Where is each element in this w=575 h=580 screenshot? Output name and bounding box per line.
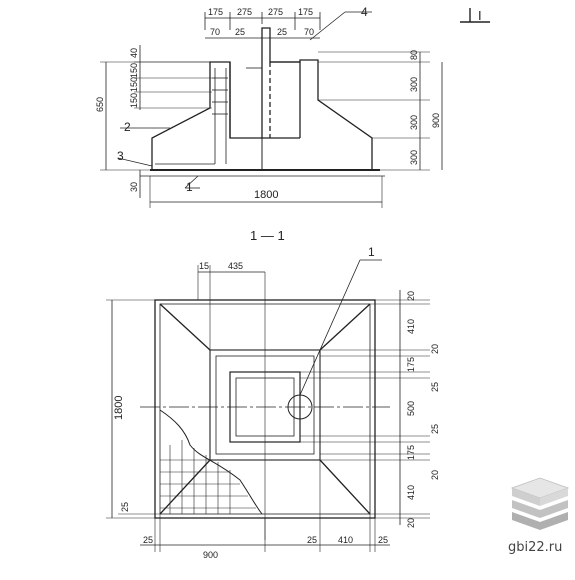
top-dim-3: 275 bbox=[268, 7, 283, 17]
plan-right-dim-1: 20 bbox=[406, 291, 416, 301]
left-total: 650 bbox=[95, 97, 105, 112]
plan-bottom-dim-4: 410 bbox=[338, 535, 353, 545]
left-dim-1: 40 bbox=[129, 48, 139, 58]
plan-right-dim-9: 20 bbox=[430, 470, 440, 480]
right-dim-4: 300 bbox=[409, 150, 419, 165]
callout-2: 2 bbox=[124, 120, 131, 134]
plan-right-dim-6: 500 bbox=[406, 401, 416, 416]
elevation-labels: 4 2 3 1 175 275 275 175 70 25 25 70 40 1… bbox=[95, 5, 482, 201]
plan-right-dim-5: 25 bbox=[430, 382, 440, 392]
sub-dim-3: 25 bbox=[277, 27, 287, 37]
top-dim-4: 175 bbox=[298, 7, 313, 17]
left-bottom: 30 bbox=[129, 182, 139, 192]
plan-right-dim-10: 410 bbox=[406, 485, 416, 500]
plan-right-dim-2: 410 bbox=[406, 319, 416, 334]
plan-view bbox=[106, 259, 430, 552]
sub-dim-4: 70 bbox=[304, 27, 314, 37]
section-mark: I bbox=[478, 8, 482, 23]
left-dim-3: 150 bbox=[129, 77, 139, 92]
plan-right-dim-8: 175 bbox=[406, 445, 416, 460]
plan-top-dim-1: 15 bbox=[199, 261, 209, 271]
plan-bottom-dim-2: 900 bbox=[203, 550, 218, 560]
right-total: 900 bbox=[431, 113, 441, 128]
top-dim-1: 175 bbox=[208, 7, 223, 17]
watermark-logo: gbi22.ru bbox=[508, 477, 570, 555]
elev-width: 1800 bbox=[254, 189, 278, 201]
plan-bottom-dim-3: 25 bbox=[307, 535, 317, 545]
plan-title: 1 — 1 bbox=[250, 228, 285, 243]
plan-labels: 1 — 1 1 15 435 1800 25 20 410 20 175 25 … bbox=[113, 228, 440, 560]
right-dim-1: 80 bbox=[409, 50, 419, 60]
callout-4: 4 bbox=[361, 5, 368, 19]
watermark-text: gbi22.ru bbox=[508, 540, 562, 555]
right-dim-3: 300 bbox=[409, 115, 419, 130]
right-dim-2: 300 bbox=[409, 77, 419, 92]
plan-right-dim-11: 20 bbox=[406, 518, 416, 528]
sub-dim-2: 25 bbox=[235, 27, 245, 37]
plan-top-dim-2: 435 bbox=[228, 261, 243, 271]
plan-right-dim-7: 25 bbox=[430, 424, 440, 434]
callout-1-plan: 1 bbox=[368, 245, 375, 259]
plan-bottom-dim-1: 25 bbox=[143, 535, 153, 545]
callout-1-elev: 1 bbox=[186, 180, 193, 194]
plan-left-small: 25 bbox=[120, 502, 130, 512]
top-dim-2: 275 bbox=[237, 7, 252, 17]
left-dim-2: 150 bbox=[129, 63, 139, 78]
plan-right-dim-3: 20 bbox=[430, 344, 440, 354]
elevation-view bbox=[100, 8, 490, 208]
callout-3: 3 bbox=[117, 149, 124, 163]
plan-right-dim-4: 175 bbox=[406, 357, 416, 372]
plan-bottom-dim-5: 25 bbox=[378, 535, 388, 545]
sub-dim-1: 70 bbox=[210, 27, 220, 37]
left-dim-4: 150 bbox=[129, 93, 139, 108]
plan-left-total: 1800 bbox=[113, 396, 125, 420]
